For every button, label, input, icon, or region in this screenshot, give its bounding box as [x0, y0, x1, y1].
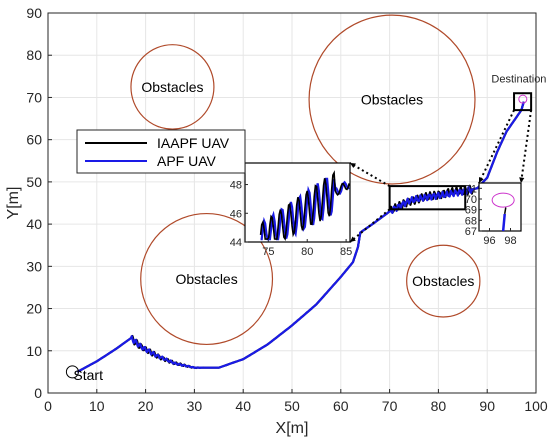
annotations-layer: Start Destination — [65, 74, 546, 383]
series-layer — [76, 101, 525, 373]
legend-label: IAAPF UAV — [157, 135, 230, 151]
obstacle-circle — [406, 244, 481, 318]
inset-right-destination-marker — [491, 192, 515, 208]
obstacle-label: Obstacles — [412, 273, 474, 289]
inset_right-y-tick-label: 68 — [465, 215, 477, 227]
zoom-box — [388, 185, 467, 211]
destination-label: Destination — [491, 74, 546, 86]
y-tick-label: 10 — [26, 343, 42, 359]
x-tick-label: 60 — [333, 398, 349, 414]
legend-box — [76, 129, 246, 174]
destination-box — [513, 92, 533, 112]
inset_left-x-tick-label: 80 — [301, 246, 313, 258]
series-line — [76, 101, 525, 373]
x-axis-label: X[m] — [276, 420, 309, 437]
inset_right-x-tick-label: 96 — [483, 235, 495, 247]
start-label: Start — [73, 367, 103, 383]
y-tick-label: 90 — [26, 5, 42, 21]
inset_right-x-tick-label: 98 — [504, 235, 516, 247]
connector-arrow-dest-right — [520, 109, 533, 184]
inset_right-y-tick-label: 71 — [465, 183, 477, 195]
y-tick-label: 60 — [26, 132, 42, 148]
x-tick-label: 10 — [89, 398, 105, 414]
obstacle-circle — [140, 212, 274, 346]
inset_left-x-tick-label: 75 — [262, 246, 274, 258]
connector-arrow-top — [349, 162, 391, 187]
axis-ticks: 0 10 20 30 40 50 60 70 80 90 100 0 10 20 30 40 50 60 70 80 9… — [26, 5, 547, 414]
inset_left-y-tick-label: 46 — [230, 208, 242, 220]
y-tick-label: 80 — [26, 47, 42, 63]
obstacle-label: Obstacles — [175, 271, 237, 287]
x-tick-label: 80 — [431, 398, 447, 414]
inset_right-y-tick-label: 69 — [465, 205, 477, 217]
obstacle-label: Obstacles — [361, 92, 423, 108]
x-tick-label: 100 — [524, 398, 548, 414]
connector-arrow-dest-right-head — [519, 177, 525, 183]
x-tick-label: 70 — [382, 398, 398, 414]
y-tick-label: 70 — [26, 89, 42, 105]
x-tick-label: 90 — [479, 398, 495, 414]
connector-arrow-dest-left — [478, 109, 515, 184]
x-tick-label: 50 — [284, 398, 300, 414]
y-tick-label: 40 — [26, 216, 42, 232]
inset-right-iaapf-line — [503, 207, 507, 215]
connector-arrow-top-head — [350, 163, 356, 168]
obstacle-label: Obstacles — [141, 79, 203, 95]
inset_left-y-tick-label: 48 — [230, 180, 242, 192]
x-tick-label: 20 — [138, 398, 154, 414]
inset_left-x-tick-label: 85 — [340, 246, 352, 258]
destination-marker — [518, 94, 528, 104]
x-tick-label: 0 — [44, 398, 52, 414]
x-tick-label: 30 — [187, 398, 203, 414]
y-tick-label: 50 — [26, 174, 42, 190]
legend: IAAPF UAV APF UAV — [76, 129, 246, 174]
y-tick-label: 0 — [34, 385, 42, 401]
y-tick-label: 30 — [26, 258, 42, 274]
legend-label: APF UAV — [157, 153, 217, 169]
x-tick-label: 40 — [235, 398, 251, 414]
y-axis-label: Y[m] — [5, 187, 22, 220]
y-tick-label: 20 — [26, 301, 42, 317]
obstacle-circle — [308, 14, 476, 185]
inset-left-series-line — [259, 170, 350, 242]
inset-right-apf-line — [501, 213, 506, 232]
inset_left-y-tick-label: 44 — [230, 237, 242, 249]
inset_right-y-tick-label: 70 — [465, 194, 477, 206]
obstacle-circle — [130, 44, 215, 130]
connector-arrow-dest-left-head — [478, 177, 484, 183]
zoom-boxes-layer — [349, 92, 533, 243]
start-marker — [65, 365, 79, 379]
connector-arrow-bottom-head — [350, 236, 356, 242]
inset_right-y-tick-label: 67 — [465, 226, 477, 238]
connector-arrow-bottom — [349, 208, 391, 243]
inset_left: 75 80 85 44 46 48 — [230, 162, 352, 258]
